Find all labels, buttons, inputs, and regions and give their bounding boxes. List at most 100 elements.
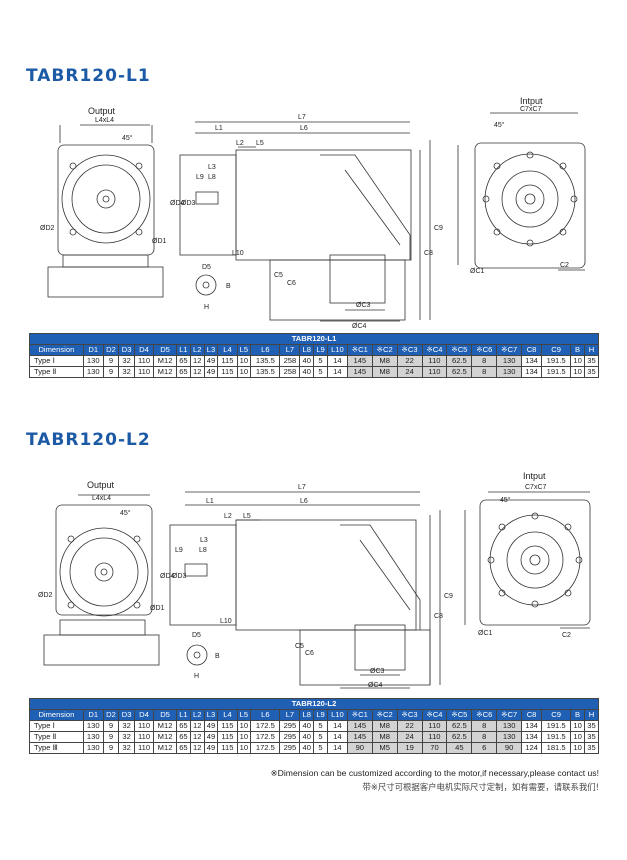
column-header: D4 [133, 344, 155, 356]
input-label: Intput [520, 96, 543, 106]
column-header: ※C1 [346, 709, 373, 721]
column-header: L4 [217, 709, 238, 721]
table-cell: 12 [189, 742, 205, 754]
l8-label: L8 [208, 174, 216, 181]
table-cell: 258 [279, 355, 301, 367]
column-header: C9 [541, 709, 572, 721]
table-cell: 145 [346, 720, 373, 732]
column-header: C9 [541, 344, 572, 356]
table-caption: TABR120-L1 [29, 333, 599, 345]
b-label: B [226, 283, 231, 290]
table-cell: 14 [326, 742, 348, 754]
column-header: Dimension [29, 709, 84, 721]
column-header: ※C3 [396, 344, 423, 356]
angle-label: 45° [120, 509, 131, 517]
column-header: ※C6 [471, 709, 498, 721]
l3-label: L3 [200, 537, 208, 544]
table-cell: 191.5 [541, 720, 572, 732]
table-cell: M12 [153, 731, 178, 743]
table-cell: 5 [313, 731, 328, 743]
table-cell: 124 [521, 742, 543, 754]
table-cell: 145 [346, 355, 373, 367]
column-header: L6 [250, 344, 281, 356]
table-cell: 9 [102, 742, 120, 754]
table-cell: M8 [371, 731, 398, 743]
table-cell: 65 [176, 731, 191, 743]
table-cell: 295 [279, 742, 301, 754]
table-cell: 10 [570, 742, 585, 754]
table-cell: 8 [471, 720, 498, 732]
c3-label: ØC3 [356, 302, 371, 309]
table-cell: 172.5 [250, 720, 281, 732]
c8-label: C8 [434, 613, 443, 620]
table-cell: 110 [421, 366, 448, 378]
l10-label: L10 [232, 250, 244, 257]
l9-label: L9 [175, 547, 183, 554]
section-title-l2: TABR120-L2 [26, 430, 151, 450]
section-title-l1: TABR120-L1 [26, 66, 151, 86]
d1-label: ØD1 [150, 605, 165, 612]
column-header: H [583, 709, 600, 721]
l7-label: L7 [298, 484, 306, 491]
d2-label: ØD2 [40, 225, 55, 232]
table-cell: 10 [570, 731, 585, 743]
table-cell: 115 [217, 742, 238, 754]
table-cell: 130 [496, 731, 523, 743]
column-header: L10 [326, 344, 348, 356]
table-cell: 35 [583, 742, 600, 754]
column-header: L4 [217, 344, 238, 356]
table-cell: M12 [153, 366, 178, 378]
table-cell: 49 [203, 720, 219, 732]
table-cell: 32 [118, 366, 135, 378]
table-cell: 32 [118, 355, 135, 367]
table-cell: M5 [371, 742, 398, 754]
table-cell: 14 [326, 720, 348, 732]
table-cell: 110 [133, 731, 155, 743]
c9-label: C9 [434, 225, 443, 232]
table-cell: 191.5 [541, 366, 572, 378]
column-header: B [570, 344, 585, 356]
angle-label-input: 45° [494, 121, 505, 129]
column-header: L8 [299, 709, 315, 721]
table-cell: 49 [203, 355, 219, 367]
table-cell: M12 [153, 742, 178, 754]
d4-label: ØD4 [170, 200, 185, 207]
c3-label: ØC3 [370, 668, 385, 675]
table-cell: 145 [346, 731, 373, 743]
column-header: D3 [118, 709, 135, 721]
angle-label-input: 45° [500, 496, 511, 504]
column-header: D5 [153, 709, 178, 721]
column-header: D1 [82, 709, 104, 721]
table-cell: 14 [326, 355, 348, 367]
c2-label: C2 [562, 632, 571, 639]
column-header: ※C7 [496, 344, 523, 356]
table-cell: 8 [471, 366, 498, 378]
table-cell: 181.5 [541, 742, 572, 754]
c6-label: C6 [305, 650, 314, 657]
table-cell: 8 [471, 355, 498, 367]
table-cell: 62.5 [446, 366, 473, 378]
note-en: ※Dimension can be customized according t… [270, 768, 599, 778]
table-cell: Type Ⅲ [29, 742, 84, 754]
l4xl4-label: L4xL4 [95, 117, 114, 124]
column-header: L9 [313, 709, 328, 721]
l5-label: L5 [256, 140, 264, 147]
table-cell: 115 [217, 366, 238, 378]
table-cell: 40 [299, 720, 315, 732]
table-cell: 12 [189, 366, 205, 378]
input-label: Intput [523, 471, 546, 481]
table-cell: 35 [583, 355, 600, 367]
column-header: D2 [102, 344, 120, 356]
angle-label: 45° [122, 134, 133, 142]
column-header: ※C1 [346, 344, 373, 356]
table-cell: 295 [279, 720, 301, 732]
table-cell: 90 [496, 742, 523, 754]
table-cell: 115 [217, 720, 238, 732]
table-cell: 45 [446, 742, 473, 754]
table-cell: 40 [299, 731, 315, 743]
column-header: L1 [176, 344, 191, 356]
table-cell: 22 [396, 720, 423, 732]
